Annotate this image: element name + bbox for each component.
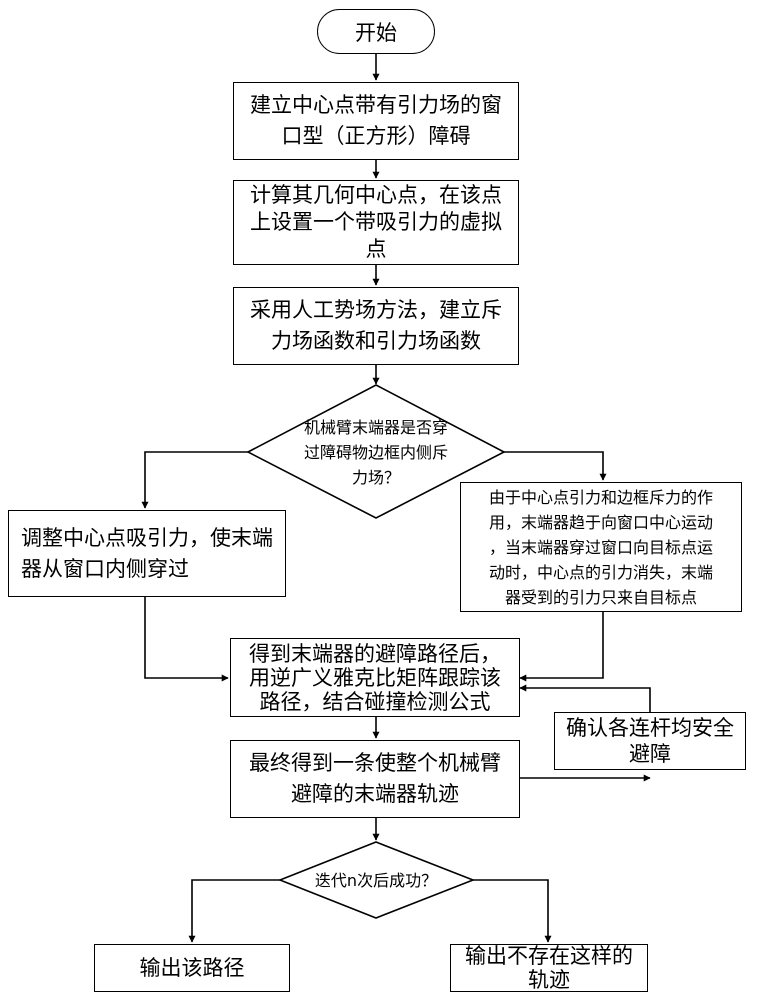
arrow-decision2-no — [473, 879, 552, 943]
arrow-right-step4 — [519, 612, 604, 682]
step3-line2: 力场函数和引力场函数 — [271, 329, 481, 353]
step1-line1: 建立中心点带有引力场的窗 — [250, 93, 502, 117]
output-no-line2: 轨迹 — [528, 968, 570, 992]
step4-box: 得到末端器的避障路径后， 用逆广义雅克比矩阵跟踪该 路径，结合碰撞检测公式 — [230, 638, 520, 717]
output-no-line1: 输出不存在这样的 — [465, 944, 633, 968]
step3-box: 采用人工势场方法，建立斥 力场函数和引力场函数 — [233, 287, 519, 365]
left-branch-box: 调整中心点吸引力，使末端 器从窗口内侧穿过 — [8, 510, 286, 597]
step5-line2: 避障的末端器轨迹 — [291, 782, 459, 806]
step2-box: 计算其几何中心点，在该点 上设置一个带吸引力的虚拟 点 — [233, 180, 519, 265]
right-branch-line1: 由于中心点引力和边框斥力的作 — [488, 487, 713, 507]
right-branch-line5: 器受到的引力只来自目标点 — [504, 587, 697, 607]
step5-line1: 最终得到一条使整个机械臂 — [249, 751, 501, 775]
decision1-line2: 过障碍物边框内侧斥 — [303, 443, 448, 462]
step4-line1: 得到末端器的避障路径后， — [249, 641, 501, 666]
arrow-decision1-right — [504, 451, 607, 481]
decision2-diamond — [277, 841, 476, 919]
right-branch-line4: 动时，中心点的引力消失，末端 — [488, 562, 713, 582]
step1-line2: 口型（正方形）障碍 — [281, 124, 471, 148]
decision2-line1: 迭代n次后成功？ — [314, 871, 438, 890]
arrow-left-step4 — [144, 597, 229, 682]
decision2-text: 迭代n次后成功？ — [286, 868, 466, 893]
arrow-check-step4 — [519, 684, 651, 712]
check-box: 确认各连杆均安全 避障 — [554, 712, 746, 770]
step4-line3: 路径，结合碰撞检测公式 — [259, 689, 491, 714]
output-no-box: 输出不存在这样的 轨迹 — [450, 944, 648, 992]
output-yes-label: 输出该路径 — [139, 955, 245, 980]
start-label: 开始 — [355, 20, 397, 45]
start-terminal: 开始 — [317, 9, 435, 54]
arrow-decision1-left — [141, 451, 248, 509]
right-branch-line2: 用，末端器趋于向窗口中心运动 — [488, 512, 713, 532]
step2-line1: 计算其几何中心点，在该点 — [250, 183, 502, 207]
step5-box: 最终得到一条使整个机械臂 避障的末端器轨迹 — [230, 740, 520, 818]
check-line2: 避障 — [629, 742, 671, 766]
step2-line2: 上设置一个带吸引力的虚拟 — [250, 210, 502, 234]
decision1-diamond — [246, 384, 506, 519]
step2-line3: 点 — [365, 237, 387, 261]
decision1-line3: 力场？ — [351, 468, 400, 487]
check-line1: 确认各连杆均安全 — [566, 716, 734, 740]
left-branch-line1: 调整中心点吸引力，使末端 — [21, 525, 273, 550]
arrow-decision2-yes — [188, 879, 280, 943]
right-branch-box: 由于中心点引力和边框斥力的作 用，末端器趋于向窗口中心运动 ，当末端器穿过窗口向… — [460, 482, 742, 612]
left-branch-line2: 器从窗口内侧穿过 — [21, 556, 189, 581]
step3-line1: 采用人工势场方法，建立斥 — [250, 298, 502, 322]
step1-box: 建立中心点带有引力场的窗 口型（正方形）障碍 — [233, 82, 519, 160]
right-branch-line3: ，当末端器穿过窗口向目标点运 — [488, 537, 713, 557]
output-yes-box: 输出该路径 — [94, 944, 290, 992]
decision1-text: 机械臂末端器是否穿 过障碍物边框内侧斥 力场？ — [276, 415, 476, 490]
step4-line2: 用逆广义雅克比矩阵跟踪该 — [249, 665, 501, 690]
decision1-line1: 机械臂末端器是否穿 — [303, 418, 448, 437]
